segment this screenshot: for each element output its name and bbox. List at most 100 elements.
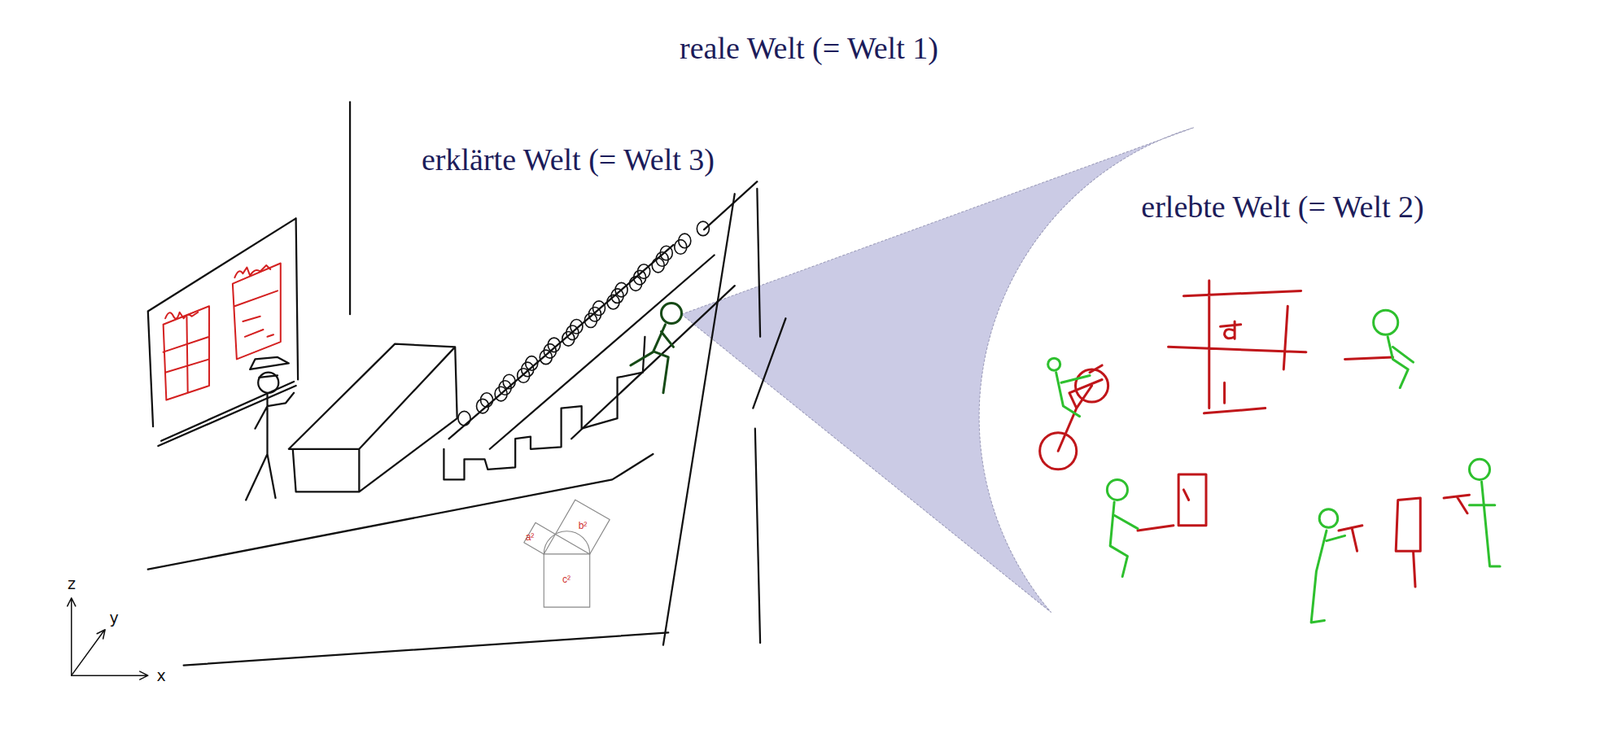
sketch-line xyxy=(1387,336,1413,389)
node-shape xyxy=(973,117,1576,720)
audience-head xyxy=(543,344,556,359)
audience-head xyxy=(570,319,583,335)
sketch-line xyxy=(630,324,674,394)
sketch-line xyxy=(1443,494,1469,514)
audience-head xyxy=(584,313,597,328)
student-figure xyxy=(630,302,682,393)
view-cone xyxy=(681,127,1194,613)
audience-head xyxy=(521,362,534,377)
area-label: c² xyxy=(562,574,571,586)
sketch-line xyxy=(1373,310,1399,335)
sketch-line xyxy=(555,499,610,555)
sketch-line xyxy=(1048,358,1061,371)
sketch-line xyxy=(1075,369,1109,403)
axis-cross xyxy=(67,598,149,680)
node-outline xyxy=(71,101,825,676)
sketch-line xyxy=(148,218,298,446)
sketch-line xyxy=(663,188,786,646)
axis-label: x xyxy=(156,667,166,685)
experience-sketches xyxy=(1040,280,1500,623)
sketch-line xyxy=(1056,372,1090,417)
axis-label: z xyxy=(67,575,76,593)
world-panel: erklärte Welt (= Welt 3) xyxy=(71,101,825,676)
audience-head xyxy=(562,332,575,347)
audience-head xyxy=(539,349,552,365)
audience-heads xyxy=(458,221,709,426)
sketch-line xyxy=(71,629,105,676)
audience-head xyxy=(696,221,709,237)
lecture-hall xyxy=(148,101,787,665)
audience-head xyxy=(678,233,691,249)
sketch-line xyxy=(67,101,1500,680)
sketch-line xyxy=(234,265,271,278)
sketch-line xyxy=(71,671,149,680)
audience-head xyxy=(674,240,687,255)
sketch-line xyxy=(163,306,210,400)
sketch-line xyxy=(449,181,758,450)
sketch-line xyxy=(1338,525,1363,551)
sketch-line xyxy=(148,454,669,666)
world-circle: erlebte Welt (= Welt 2) xyxy=(971,115,1578,722)
audience-head xyxy=(607,294,620,310)
sketch-line xyxy=(524,522,556,555)
area-label: b² xyxy=(578,520,588,532)
sketch-line xyxy=(288,344,458,493)
audience-head xyxy=(660,245,673,261)
audience-head xyxy=(458,410,471,426)
pythagoras-figure xyxy=(524,499,610,608)
audience-head xyxy=(494,386,508,402)
audience-head xyxy=(611,288,624,304)
sketch-line xyxy=(1110,502,1138,578)
axis-label: y xyxy=(109,609,119,627)
node-shape xyxy=(71,101,825,676)
sketch-line xyxy=(165,312,198,320)
audience-head xyxy=(592,301,605,316)
audience-head xyxy=(480,393,494,408)
audience-head xyxy=(498,380,512,396)
sketch-line xyxy=(1137,474,1207,531)
sketch-line xyxy=(543,531,590,555)
sketch-line xyxy=(1345,357,1394,360)
sketch-line xyxy=(660,302,682,324)
sketch-line xyxy=(1319,509,1338,529)
audience-head xyxy=(655,252,669,267)
sketch-line xyxy=(1168,280,1307,414)
sketch-line xyxy=(245,393,294,501)
sketch-line xyxy=(543,554,590,608)
node-shape xyxy=(10,8,1600,747)
audience-head xyxy=(651,257,665,273)
audience-head xyxy=(629,276,643,292)
sketch-line xyxy=(443,336,645,481)
sketch-line xyxy=(1311,530,1345,623)
world-title: reale Welt (= Welt 1) xyxy=(679,30,939,68)
sketch-line xyxy=(249,357,289,378)
audience-head xyxy=(566,325,579,341)
sketch-line xyxy=(257,372,279,394)
sketch-line xyxy=(1395,498,1421,587)
audience-head xyxy=(502,374,516,390)
sketch-line xyxy=(1048,310,1500,623)
sketch-line xyxy=(1468,481,1500,567)
sketch-line xyxy=(349,101,351,315)
board-writing xyxy=(163,263,281,401)
audience-head xyxy=(638,264,651,280)
sketch-line xyxy=(1468,459,1490,480)
sketch-line xyxy=(1040,280,1470,587)
audience-head xyxy=(525,356,538,372)
audience-head xyxy=(517,368,530,384)
audience-head xyxy=(547,337,560,353)
world-title: erlebte Welt (= Welt 2) xyxy=(1140,188,1424,227)
sketch-line xyxy=(67,598,76,676)
node-outline xyxy=(9,8,1600,747)
sketch-line xyxy=(1040,432,1077,470)
world-title: erklärte Welt (= Welt 3) xyxy=(421,141,715,180)
audience-head xyxy=(633,270,647,285)
world-region: reale Welt (= Welt 1) erklärte Welt (= We… xyxy=(9,8,1600,747)
audience-head xyxy=(615,282,628,298)
sketch-line xyxy=(232,263,281,360)
audience-head xyxy=(588,306,601,322)
audience-head xyxy=(476,398,490,414)
area-label: a² xyxy=(525,532,535,543)
